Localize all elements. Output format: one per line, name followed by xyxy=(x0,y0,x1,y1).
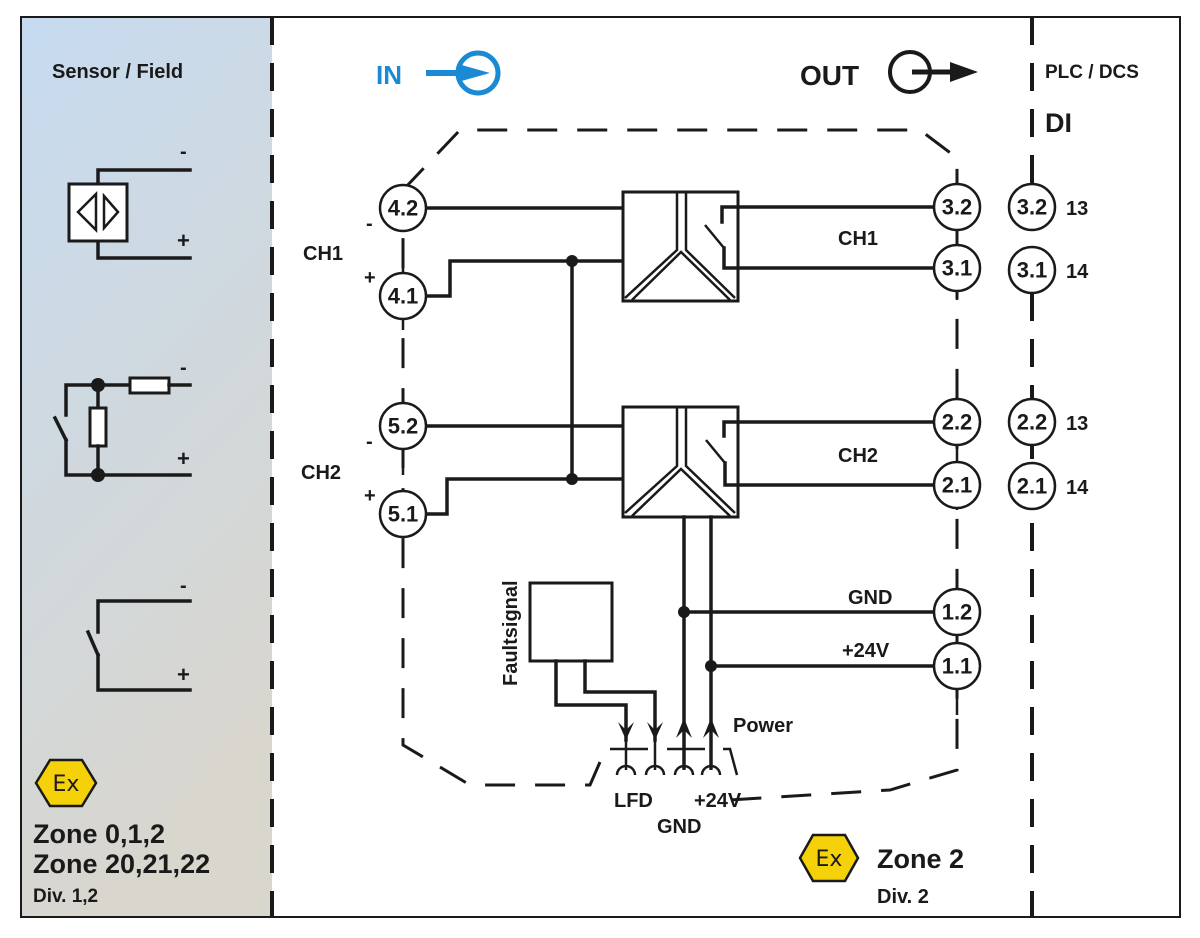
svg-text:4.1: 4.1 xyxy=(388,284,419,309)
field-division: Div. 1,2 xyxy=(33,886,98,907)
ch1-in-label: CH1 xyxy=(303,243,343,265)
junction-dot xyxy=(566,473,578,485)
switch-resistor-sensor-icon xyxy=(52,376,192,482)
svg-text:3.2: 3.2 xyxy=(1017,195,1048,220)
out-label: OUT xyxy=(800,60,859,91)
ch2-minus-sign: - xyxy=(366,431,373,453)
svg-text:5.1: 5.1 xyxy=(388,502,419,527)
faultsignal-box xyxy=(528,581,614,663)
v24-label: +24V xyxy=(842,640,890,662)
sensor2-minus: - xyxy=(180,357,187,379)
ch1-isolator-block-icon xyxy=(621,190,940,303)
ex-symbol-device: Ex xyxy=(816,847,843,872)
field-zone-line-2: Zone 20,21,22 xyxy=(33,849,210,879)
bus-connector-icon xyxy=(610,740,739,776)
power-label: Power xyxy=(733,715,793,737)
svg-text:1.2: 1.2 xyxy=(942,600,973,625)
plc-terminal-3-1[interactable]: 3.1 xyxy=(1007,245,1057,295)
bus-lfd-label: LFD xyxy=(614,790,653,812)
output-arrow-icon xyxy=(888,50,978,94)
ex-badge-device-icon: Ex xyxy=(798,833,860,883)
sensor1-minus: - xyxy=(180,141,187,163)
fault-wire-2 xyxy=(583,659,657,742)
arrow-down-icon xyxy=(618,722,663,740)
plc-terminal-2-1[interactable]: 2.1 xyxy=(1007,461,1057,511)
plc-terminal-3-2[interactable]: 3.2 xyxy=(1007,182,1057,232)
diagram-frame xyxy=(20,16,1181,918)
svg-text:4.2: 4.2 xyxy=(388,196,419,221)
terminal-1-1[interactable]: 1.1 xyxy=(932,641,982,691)
device-division-label: Div. 2 xyxy=(877,886,929,908)
svg-text:2.2: 2.2 xyxy=(942,410,973,435)
svg-text:3.1: 3.1 xyxy=(1017,258,1048,283)
input-arrow-icon xyxy=(426,50,501,96)
bus-v24-label: +24V xyxy=(694,790,742,812)
fault-wire-1 xyxy=(554,659,628,742)
sensor3-plus: + xyxy=(177,662,190,687)
terminal-4-1[interactable]: 4.1 xyxy=(378,250,428,330)
device-zone-label: Zone 2 xyxy=(877,844,964,874)
faultsignal-label: Faultsignal xyxy=(500,580,522,686)
ch2-plus-wire xyxy=(424,477,627,516)
plc-pin-14-ch1: 14 xyxy=(1066,261,1089,283)
plc-pin-13-ch1: 13 xyxy=(1066,198,1088,220)
ch2-plus-sign: + xyxy=(364,485,376,507)
ch2-in-label: CH2 xyxy=(301,462,341,484)
in-label: IN xyxy=(376,60,402,90)
plc-terminal-2-2[interactable]: 2.2 xyxy=(1007,397,1057,447)
dry-contact-switch-icon xyxy=(85,599,192,692)
ex-badge-field-icon: Ex xyxy=(34,758,98,808)
ch2-isolator-block-icon xyxy=(621,405,940,519)
plc-pin-14-ch2: 14 xyxy=(1066,477,1089,499)
ch1-out-label: CH1 xyxy=(838,228,878,250)
terminal-3-2[interactable]: 3.2 xyxy=(932,180,982,300)
svg-text:2.2: 2.2 xyxy=(1017,410,1048,435)
sensor3-minus: - xyxy=(180,575,187,597)
ex-symbol-field: Ex xyxy=(53,772,80,797)
ch1-plus-wire xyxy=(424,259,627,298)
bus-gnd-label: GND xyxy=(657,816,701,838)
arrow-up-icon xyxy=(676,718,719,738)
svg-text:3.2: 3.2 xyxy=(942,195,973,220)
svg-text:3.1: 3.1 xyxy=(942,256,973,281)
svg-text:5.2: 5.2 xyxy=(388,414,419,439)
field-zone-title: Sensor / Field xyxy=(52,61,183,83)
terminal-3-1[interactable]: 3.1 xyxy=(932,243,982,293)
plc-zone-title: PLC / DCS xyxy=(1045,62,1139,83)
device-enclosure-outline xyxy=(401,128,959,802)
terminal-4-2[interactable]: 4.2 xyxy=(378,183,428,233)
junction-dot xyxy=(705,660,717,672)
terminal-5-2[interactable]: 5.2 xyxy=(378,400,428,475)
plc-zone-subtitle: DI xyxy=(1045,108,1072,138)
field-zone-line-1: Zone 0,1,2 xyxy=(33,819,165,849)
terminal-2-1[interactable]: 2.1 xyxy=(932,460,982,510)
svg-text:2.1: 2.1 xyxy=(1017,474,1048,499)
junction-dot xyxy=(678,606,690,618)
ch1-minus-sign: - xyxy=(366,213,373,235)
junction-dot xyxy=(566,255,578,267)
sensor2-plus: + xyxy=(177,446,190,471)
terminal-5-1[interactable]: 5.1 xyxy=(378,489,428,539)
svg-text:1.1: 1.1 xyxy=(942,654,973,679)
sensor1-plus: + xyxy=(177,228,190,253)
plc-pin-13-ch2: 13 xyxy=(1066,413,1088,435)
ch2-out-label: CH2 xyxy=(838,445,878,467)
svg-text:2.1: 2.1 xyxy=(942,473,973,498)
ch1-plus-sign: + xyxy=(364,267,376,289)
gnd-label: GND xyxy=(848,587,892,609)
proximity-sensor-icon xyxy=(67,168,192,260)
